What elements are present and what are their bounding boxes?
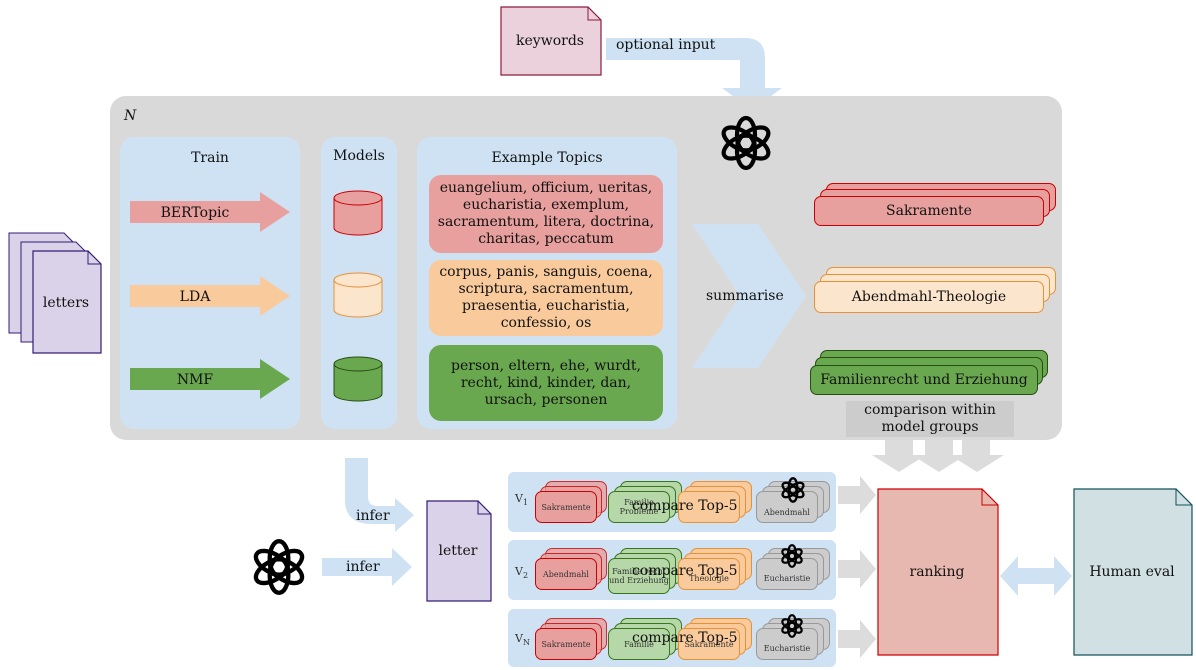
comparison-label: comparison within model groups [846, 401, 1014, 437]
optional-input-label: optional input [616, 37, 716, 53]
row2-card-1: Abendmahl [535, 558, 597, 590]
lda-arrow [130, 276, 290, 316]
infer-label-top: infer [356, 508, 390, 524]
summary-abendmahl: Abendmahl-Theologie [814, 281, 1044, 313]
row3-card-3: Sakramente [678, 628, 740, 660]
summarise-label: summarise [706, 288, 784, 304]
n-label: N [124, 108, 137, 124]
keywords-label: keywords [516, 33, 584, 49]
double-arrow [1000, 556, 1072, 596]
topic-bertopic: euangelium, officium, ueritas, eucharist… [429, 175, 663, 253]
train-title: Train [191, 150, 229, 166]
models-title: Models [333, 148, 385, 164]
nmf-cylinder-icon [333, 356, 383, 402]
row2-compare-label: compare Top-5 [632, 563, 738, 579]
bertopic-cylinder-icon [333, 190, 383, 236]
train-arrows [130, 192, 290, 399]
row1-version: V1 [515, 492, 529, 508]
summarise-chevron [692, 224, 806, 368]
human-eval-label: Human eval [1089, 564, 1175, 580]
summary-sakramente: Sakramente [814, 196, 1044, 226]
infer-arrow-bottom [322, 548, 412, 586]
letters-label: letters [42, 295, 90, 311]
bertopic-label: BERTopic [160, 205, 230, 221]
row2-openai-icon [781, 544, 803, 568]
lda-cylinder-icon [333, 272, 383, 318]
nmf-arrow [130, 359, 290, 399]
row1-card-2: Familie Probleme [608, 491, 670, 523]
row3-openai-icon [781, 614, 803, 638]
human-eval-document [1073, 488, 1193, 656]
row3-card-2: Familie [608, 628, 670, 660]
infer-arrow-top [345, 458, 414, 532]
nmf-label: NMF [176, 372, 214, 388]
row3-compare-label: compare Top-5 [632, 630, 738, 646]
letter-label: letter [438, 543, 478, 559]
ranking-label: ranking [909, 564, 965, 580]
row2-version: V2 [515, 565, 529, 581]
infer-label-bottom: infer [346, 559, 380, 575]
row1-compare-label: compare Top-5 [632, 498, 738, 514]
topic-nmf: person, eltern, ehe, wurdt, recht, kind,… [429, 345, 663, 421]
openai-logo-icon [721, 115, 771, 171]
row2-card-2: Familie recht und Erziehung [608, 558, 670, 594]
example-topics-title: Example Topics [491, 150, 603, 166]
row3-card-4: Eucharistie [756, 628, 818, 660]
row2-card-3: Theologie [678, 558, 740, 590]
ranking-document [877, 488, 999, 656]
model-cylinders [333, 190, 383, 402]
row1-card-3 [678, 491, 740, 523]
optional-input-arrow [606, 38, 782, 110]
bertopic-arrow [130, 192, 290, 232]
lda-label: LDA [179, 289, 211, 305]
summary-familienrecht: Familienrecht und Erziehung [810, 365, 1038, 395]
row1-card-1: Sakramente [535, 491, 597, 523]
row3-card-1: Sakramente [535, 628, 597, 660]
topic-lda: corpus, panis, sanguis, coena, scriptura… [429, 260, 663, 336]
openai-logo-infer-icon [253, 538, 305, 596]
row1-openai-icon [781, 477, 805, 503]
row3-version: VN [515, 632, 530, 648]
row1-card-4: Abendmahl [756, 491, 818, 523]
letter-document [426, 500, 492, 602]
keywords-document [500, 6, 602, 76]
letters-stack [8, 232, 102, 354]
